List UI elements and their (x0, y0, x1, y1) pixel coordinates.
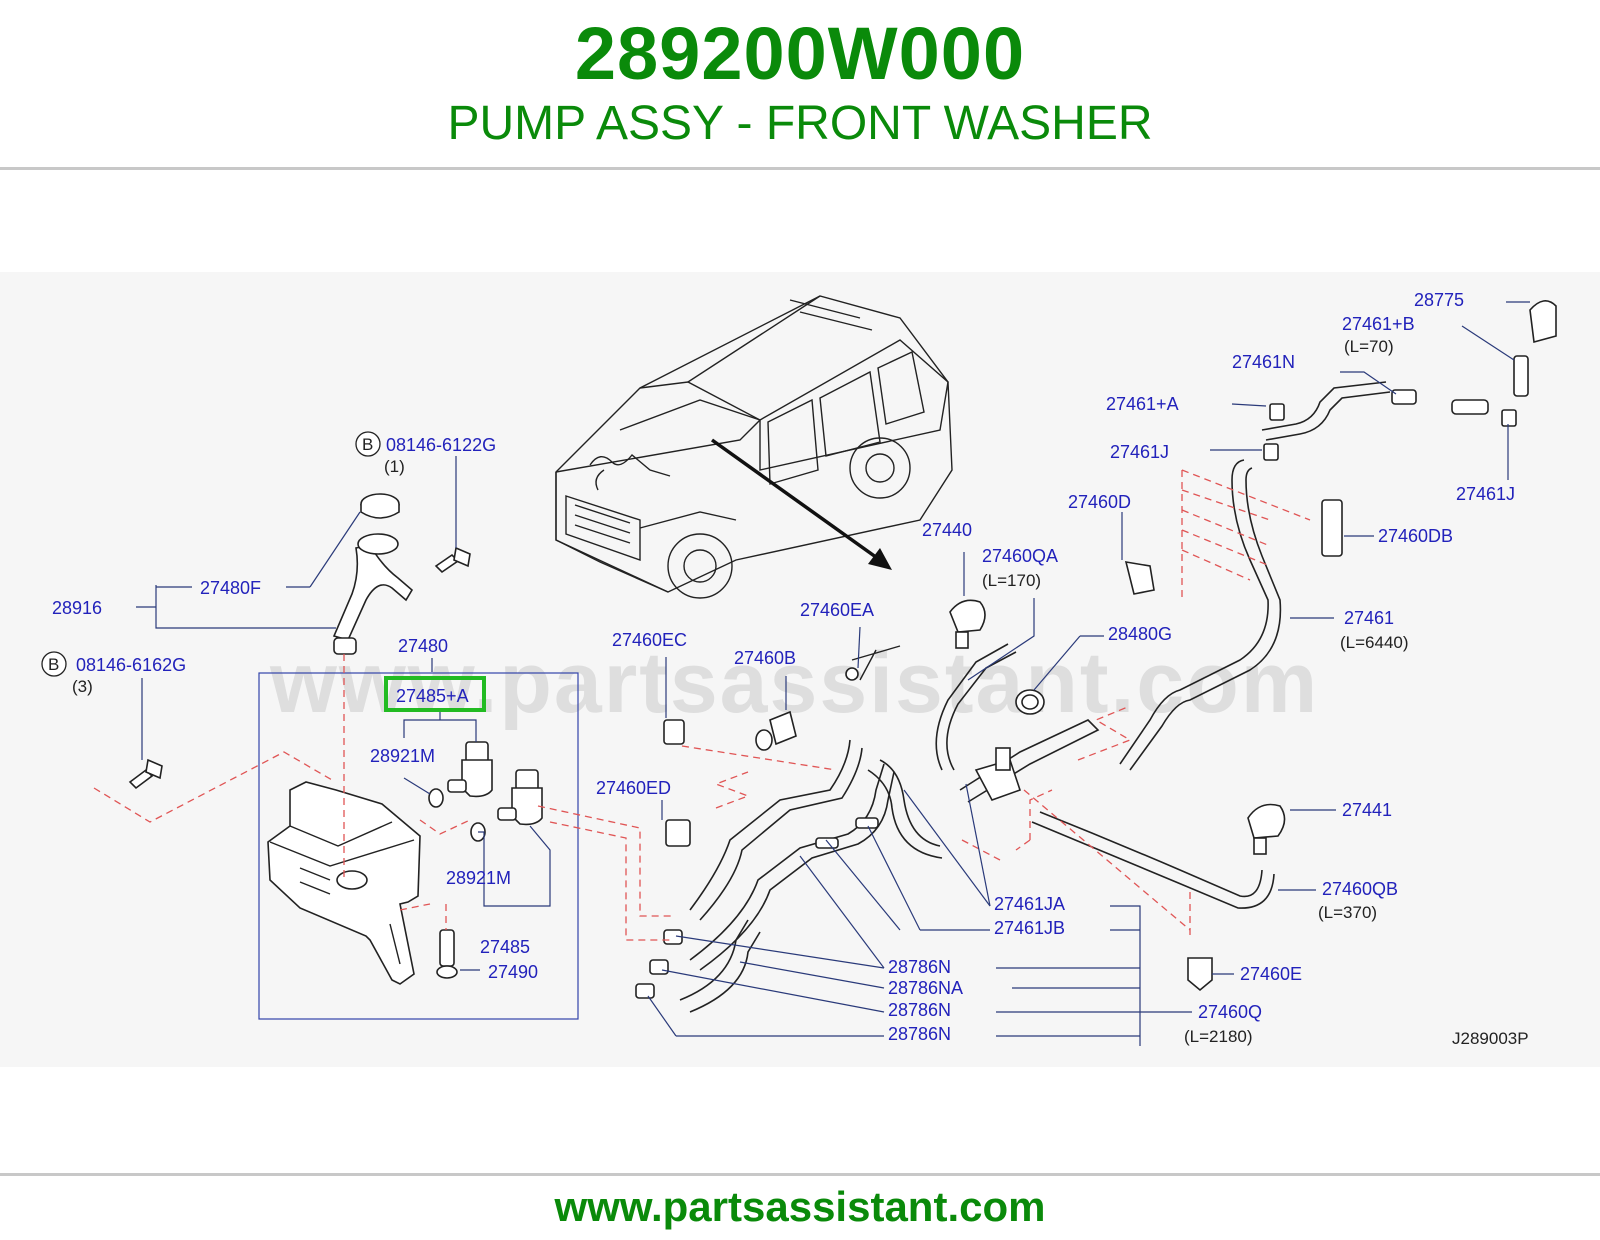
elbow-joint-icon (1269, 403, 1285, 421)
part-labels: 08146-6122G (1) 08146-6162G (3) 27480F 2… (52, 290, 1529, 1048)
part-number-28786n[interactable]: 28786N (888, 1024, 951, 1044)
clip-icon (1124, 561, 1155, 595)
part-number-27460qb[interactable]: 27460QB (1322, 879, 1398, 899)
tank-group-frame (258, 672, 579, 1020)
part-number-27460ed[interactable]: 27460ED (596, 778, 671, 798)
part-number-27460db[interactable]: 27460DB (1378, 526, 1453, 546)
rear-nozzle-icon (1529, 300, 1557, 344)
part-number-27441[interactable]: 27441 (1342, 800, 1392, 820)
filler-neck-icon (332, 544, 414, 641)
strainer-icon (439, 929, 455, 967)
part-number-27460q[interactable]: 27460Q (1198, 1002, 1262, 1022)
page-header: 289200W000 PUMP ASSY - FRONT WASHER (0, 0, 1600, 168)
nozzle-icon (949, 599, 986, 633)
part-number-27461ja[interactable]: 27461JA (994, 894, 1065, 914)
part-number-28786n[interactable]: 28786N (888, 1000, 951, 1020)
hose-elbow-icon (855, 817, 879, 829)
part-length: (L=2180) (1184, 1027, 1253, 1046)
washer-pump-icon (428, 741, 493, 808)
part-number-27461j[interactable]: 27461J (1456, 484, 1515, 504)
bracket-clip-icon (1321, 499, 1343, 557)
hose-piece-icon (1451, 399, 1489, 415)
footer-divider (0, 1173, 1600, 1176)
elbow-joint-icon (1263, 443, 1279, 461)
diagram-background (0, 272, 1600, 1067)
part-number-28786na[interactable]: 28786NA (888, 978, 963, 998)
arrow-head-icon (868, 548, 892, 570)
part-qty: (3) (72, 677, 93, 696)
bracket-icon (851, 645, 901, 681)
part-length: (L=70) (1344, 337, 1394, 356)
part-number-27485[interactable]: 27485 (480, 937, 530, 957)
part-number-27461n[interactable]: 27461N (1232, 352, 1295, 372)
grommet-icon (769, 710, 797, 746)
part-number-27460ec[interactable]: 27460EC (612, 630, 687, 650)
part-qty: (1) (384, 457, 405, 476)
vehicle-illustration (555, 295, 953, 599)
hose-elbow-icon (635, 983, 655, 999)
part-number-27460b[interactable]: 27460B (734, 648, 796, 668)
assembly-guides (93, 469, 1311, 941)
part-length: (L=370) (1318, 903, 1377, 922)
elbow-joint-icon (1501, 409, 1517, 427)
part-length: (L=170) (982, 571, 1041, 590)
bolt-badge-letter: B (362, 435, 373, 454)
check-valve-icon (1391, 389, 1417, 405)
part-number-27460d[interactable]: 27460D (1068, 492, 1131, 512)
part-number-08146-6162g[interactable]: 08146-6162G (76, 655, 186, 675)
part-number-28921m[interactable]: 28921M (370, 746, 435, 766)
clip-icon (1187, 957, 1213, 992)
bolt-badge-letter: B (48, 655, 59, 674)
part-number-27440[interactable]: 27440 (922, 520, 972, 540)
part-number-08146-6122g[interactable]: 08146-6122G (386, 435, 496, 455)
part-number-28480g[interactable]: 28480G (1108, 624, 1172, 644)
part-number-27460qa[interactable]: 27460QA (982, 546, 1058, 566)
hose-elbow-icon (815, 837, 839, 849)
part-number-28775[interactable]: 28775 (1414, 290, 1464, 310)
header-divider (0, 167, 1600, 170)
part-length: (L=6440) (1340, 633, 1409, 652)
hose-piece-icon (1513, 355, 1529, 397)
footer-url[interactable]: www.partsassistant.com (554, 1183, 1046, 1230)
hose-elbow-icon (649, 959, 669, 975)
watermark-text: www.partsassistant.com (269, 635, 1319, 731)
diagram-reference-code: J289003P (1452, 1029, 1529, 1048)
highlighted-part-frame (384, 676, 486, 712)
part-description: PUMP ASSY - FRONT WASHER (447, 97, 1153, 150)
washer-pump-icon (470, 769, 543, 842)
part-number-28786n[interactable]: 28786N (888, 957, 951, 977)
part-number-27480f[interactable]: 27480F (200, 578, 261, 598)
part-number-27480[interactable]: 27480 (398, 636, 448, 656)
part-number-27461a[interactable]: 27461+A (1106, 394, 1179, 414)
part-number-27490[interactable]: 27490 (488, 962, 538, 982)
clip-icon (665, 819, 691, 847)
part-number-27461[interactable]: 27461 (1344, 608, 1394, 628)
part-number-27461jb[interactable]: 27461JB (994, 918, 1065, 938)
clip-icon (663, 719, 685, 745)
hose-assembly (679, 381, 1391, 1013)
part-number-28921m[interactable]: 28921M (446, 868, 511, 888)
leader-lines (136, 301, 1530, 1046)
part-number-27460e[interactable]: 27460E (1240, 964, 1302, 984)
part-number-27460ea[interactable]: 27460EA (800, 600, 874, 620)
part-number-title: 289200W000 (574, 12, 1026, 95)
part-number-27461b[interactable]: 27461+B (1342, 314, 1415, 334)
bolt-badge-circle (355, 431, 381, 457)
part-number-27485a[interactable]: 27485+A (396, 686, 469, 706)
bolt-badge-circle (41, 651, 67, 677)
part-number-28916[interactable]: 28916 (52, 598, 102, 618)
nozzle-icon (1247, 803, 1286, 839)
bolt-icon (128, 768, 154, 790)
part-number-27461j[interactable]: 27461J (1110, 442, 1169, 462)
pointer-arrow (710, 438, 882, 562)
